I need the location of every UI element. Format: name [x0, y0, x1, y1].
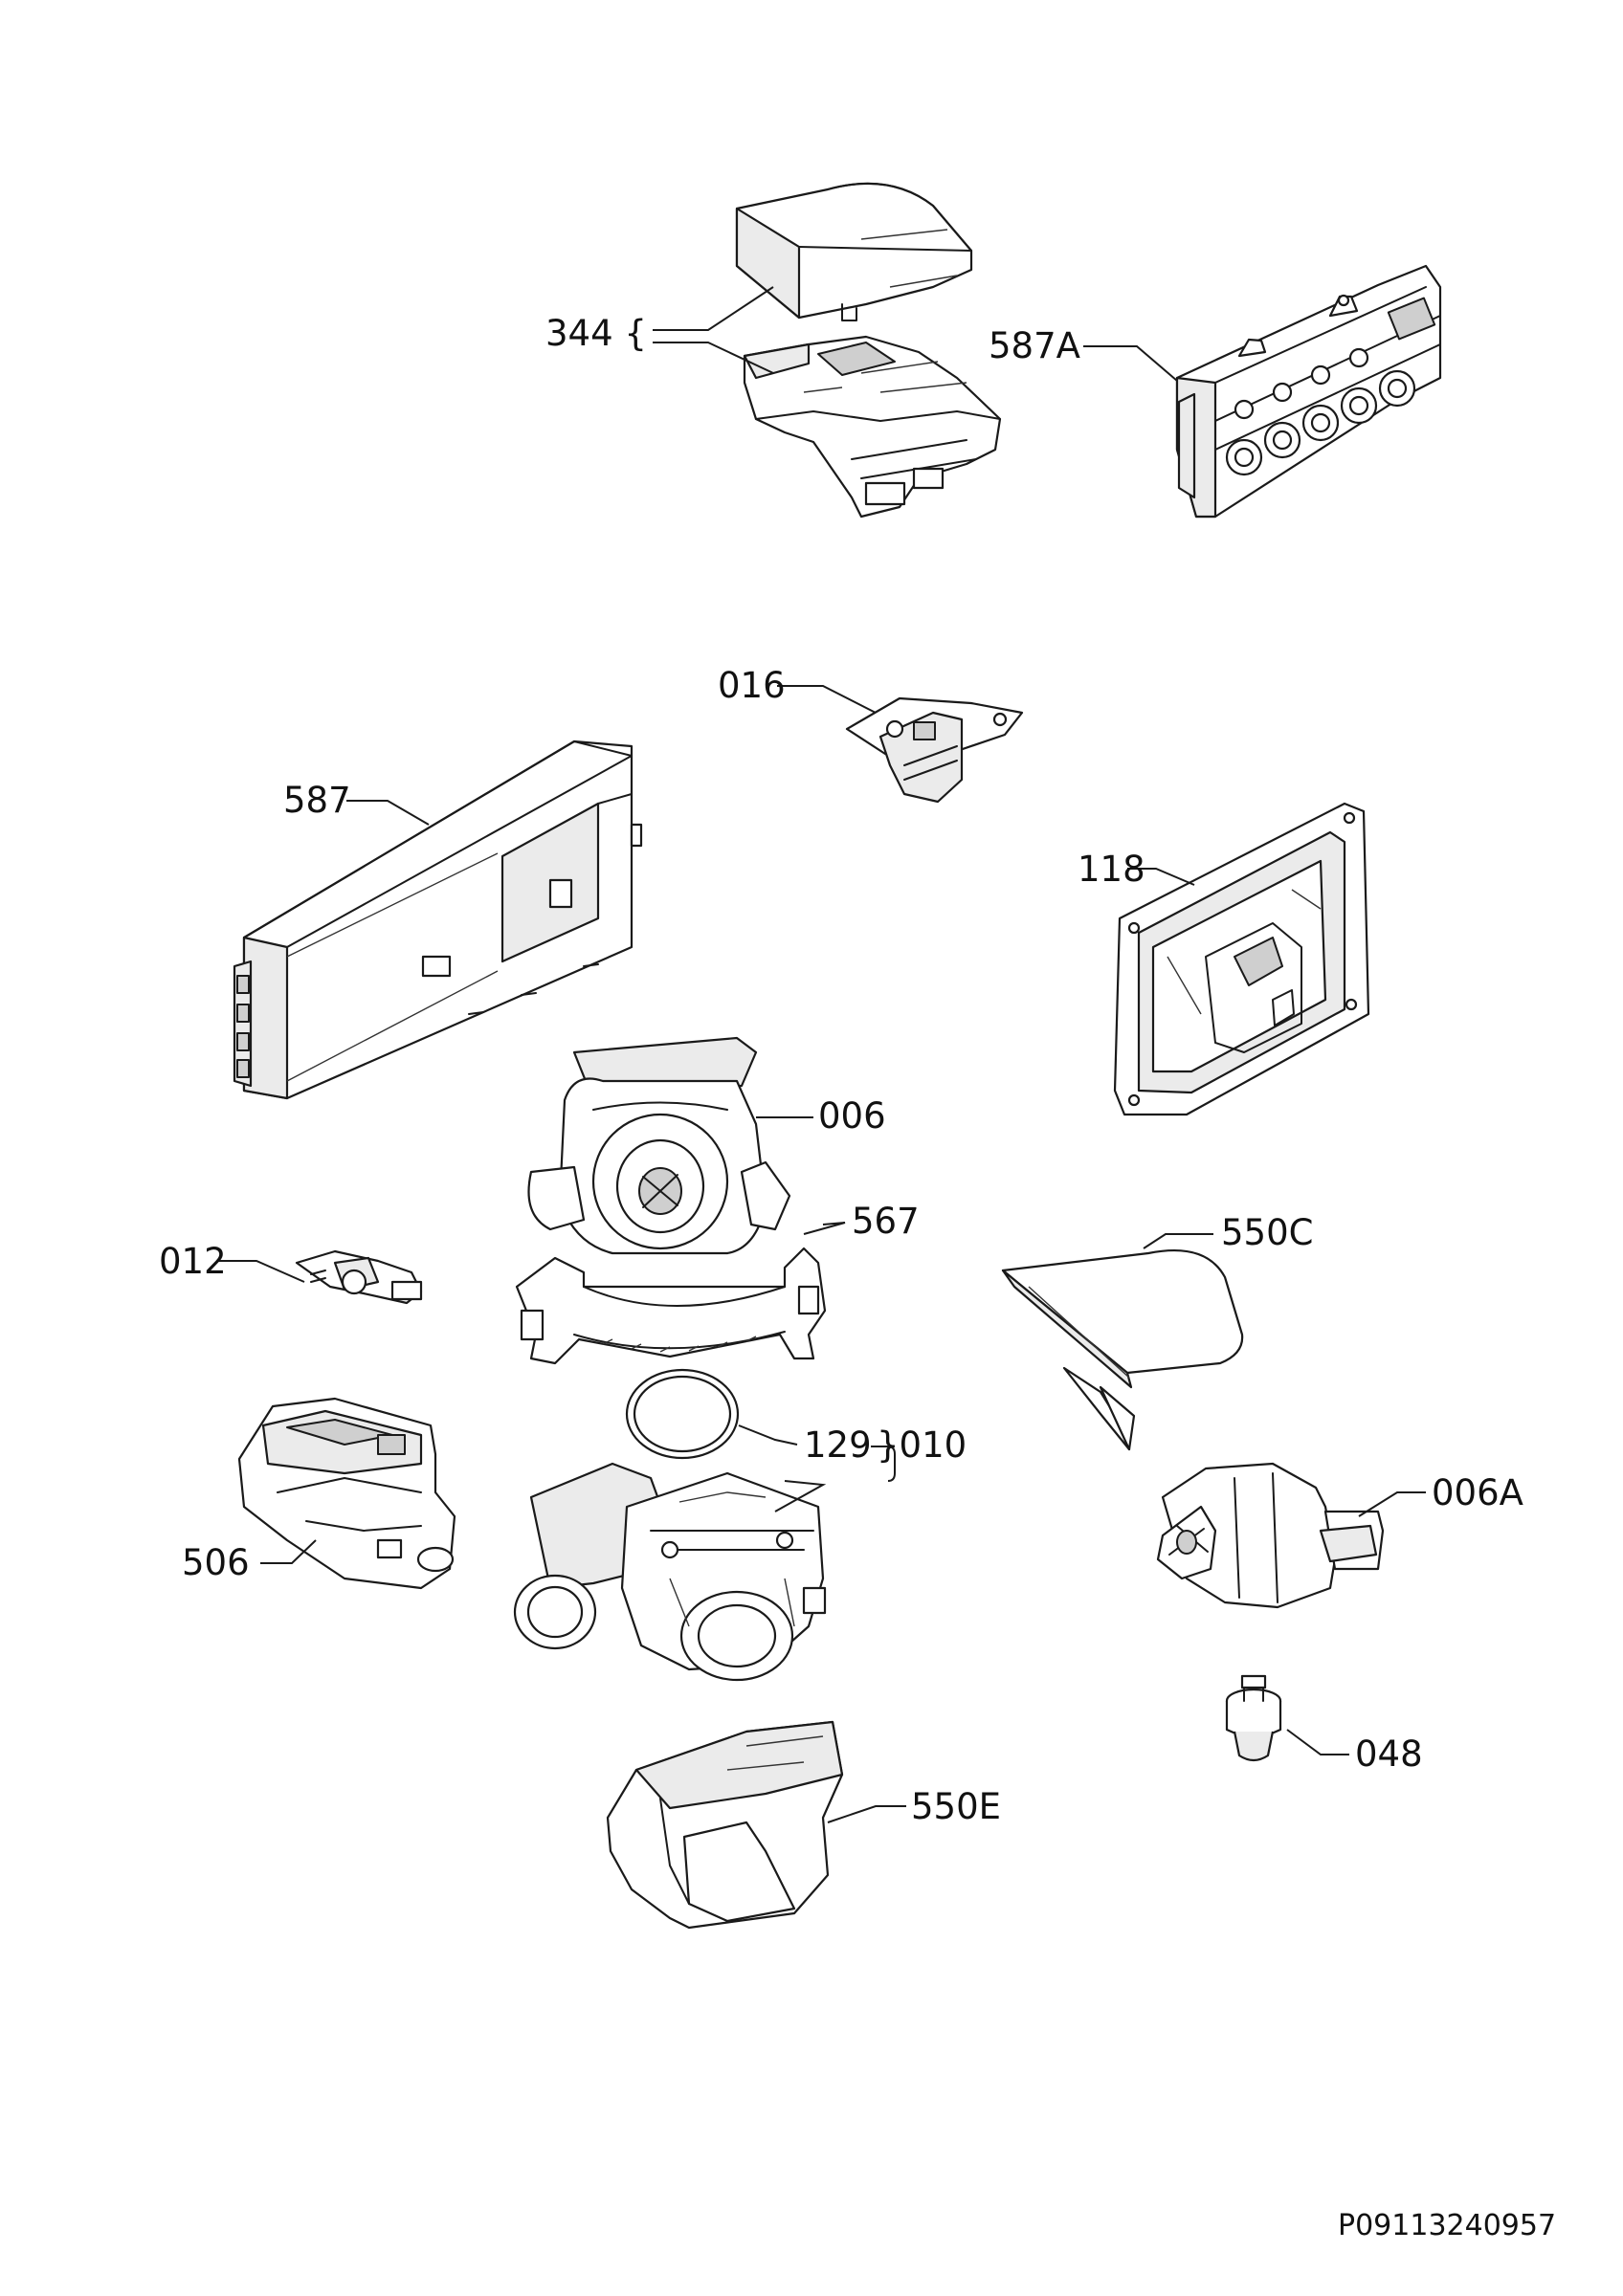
leader-344-upper — [653, 286, 774, 331]
part-587-drawing — [233, 740, 643, 1100]
part-006A-drawing — [1156, 1462, 1385, 1609]
part-012-drawing — [295, 1249, 423, 1305]
label-550E: 550E — [911, 1789, 1001, 1824]
leader-550C — [1143, 1233, 1213, 1249]
part-048-drawing — [1225, 1674, 1282, 1762]
leader-129 — [738, 1424, 798, 1446]
brace-010-top — [871, 1446, 896, 1482]
leader-010 — [774, 1480, 827, 1512]
label-048-text: 048 — [1355, 1733, 1423, 1775]
brace-344: { — [624, 313, 647, 354]
label-006A-text: 006A — [1432, 1472, 1523, 1513]
label-006: 006 — [818, 1098, 886, 1134]
label-567-text: 567 — [852, 1201, 920, 1242]
leader-118 — [1127, 868, 1195, 886]
label-344-text: 344 — [545, 313, 613, 354]
label-550C-text: 550C — [1221, 1212, 1314, 1253]
label-506: 506 — [182, 1545, 250, 1580]
label-012: 012 — [159, 1244, 227, 1279]
label-587-text: 587 — [283, 780, 351, 821]
label-016-text: 016 — [718, 665, 786, 706]
leader-048 — [1286, 1729, 1349, 1755]
brace-010: } — [877, 1424, 900, 1466]
label-587: 587 — [283, 783, 351, 818]
leader-506 — [260, 1539, 317, 1564]
label-048: 048 — [1355, 1736, 1423, 1772]
part-567-drawing — [515, 1247, 827, 1365]
label-006-text: 006 — [818, 1095, 886, 1137]
part-344-drawing — [735, 182, 1002, 519]
part-129-drawing — [625, 1368, 740, 1460]
label-550C: 550C — [1221, 1215, 1313, 1250]
part-010-drawing — [513, 1462, 827, 1682]
label-129: 129 — [804, 1427, 872, 1463]
leader-012 — [218, 1260, 305, 1283]
part-118-drawing — [1113, 802, 1370, 1116]
part-006-drawing — [527, 1036, 791, 1255]
leader-006A — [1358, 1491, 1426, 1517]
label-118: 118 — [1078, 851, 1145, 887]
reference-code: P09113240957 — [1338, 2209, 1557, 2242]
leader-587A — [1083, 345, 1178, 382]
label-010-text: 010 — [899, 1424, 967, 1466]
label-016: 016 — [718, 668, 786, 703]
label-006A: 006A — [1432, 1475, 1523, 1511]
label-587A: 587A — [989, 328, 1080, 364]
leader-550E — [827, 1805, 906, 1823]
part-587A-drawing — [1175, 264, 1442, 519]
leader-587 — [346, 800, 430, 826]
label-118-text: 118 — [1078, 849, 1145, 890]
label-129-text: 129 — [804, 1424, 872, 1466]
part-016-drawing — [845, 696, 1024, 804]
leader-567 — [803, 1222, 846, 1235]
part-550C-drawing — [1001, 1249, 1244, 1451]
label-506-text: 506 — [182, 1542, 250, 1583]
label-587A-text: 587A — [989, 325, 1080, 366]
leader-016 — [777, 685, 877, 714]
part-506-drawing — [237, 1397, 456, 1590]
label-012-text: 012 — [159, 1241, 227, 1282]
part-550E-drawing — [606, 1720, 844, 1930]
label-550E-text: 550E — [911, 1786, 1001, 1827]
label-344: 344 { — [545, 316, 647, 351]
leader-344-lower — [653, 342, 774, 374]
label-010: }010 — [877, 1427, 967, 1463]
label-567: 567 — [852, 1203, 920, 1239]
